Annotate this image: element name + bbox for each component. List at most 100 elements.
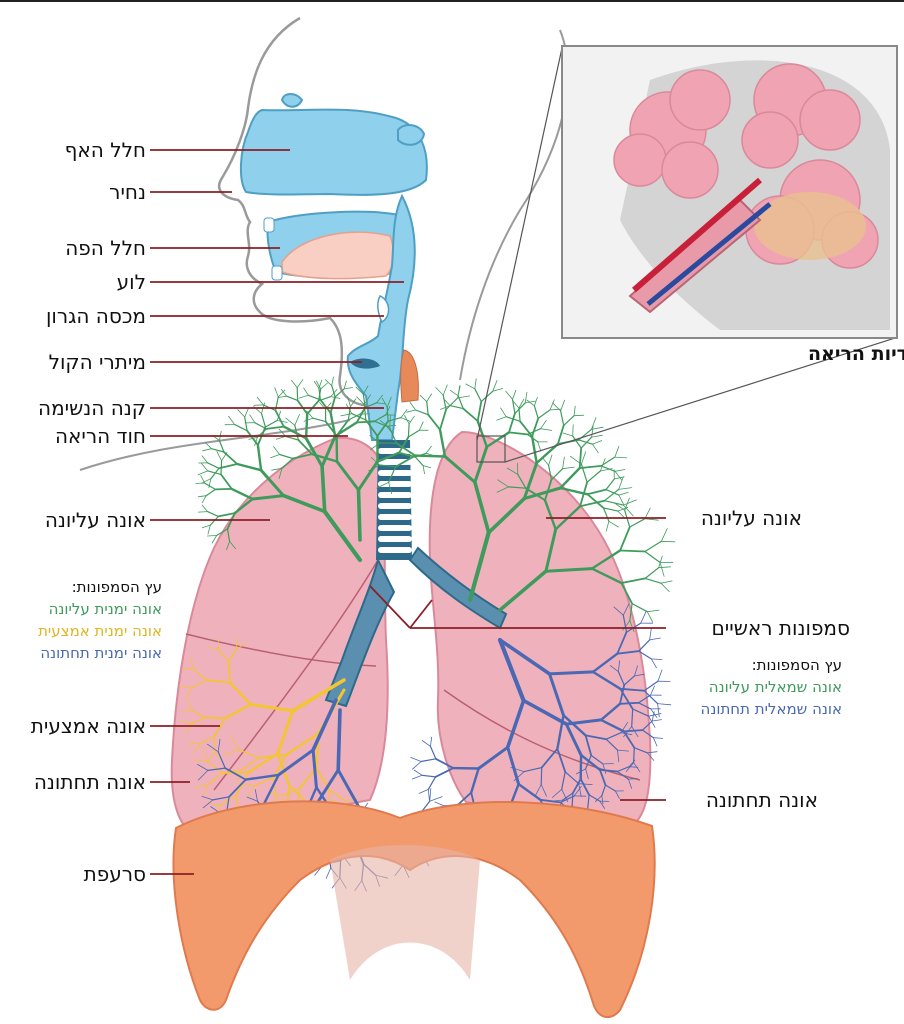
- bronchus-branch-blue: [561, 792, 574, 801]
- bronchus-branch-blue: [599, 768, 619, 773]
- bronchus-branch-green: [362, 385, 369, 395]
- bronchus-branch-blue: [429, 736, 433, 747]
- bronchus-branch-yellow: [290, 678, 346, 713]
- bronchus-branch-blue: [564, 771, 580, 785]
- bronchus-branch-green: [586, 493, 605, 509]
- bronchus-branch-yellow: [276, 709, 295, 756]
- bronchus-branch-green: [443, 398, 451, 407]
- bronchus-branch-blue: [429, 796, 443, 802]
- bronchus-branch-blue: [591, 670, 622, 690]
- alveolus: [741, 111, 799, 169]
- bronchus-branch-green: [537, 409, 551, 419]
- right-oblique-fissure: [213, 559, 379, 791]
- bronchus-branch-green: [644, 507, 651, 520]
- bronchus-branch-yellow: [180, 720, 192, 725]
- bronchus-branch-yellow: [190, 679, 208, 689]
- bronchus-branch-green: [208, 478, 212, 489]
- bronchus-branch-green: [379, 420, 391, 429]
- bronchus-branch-green: [605, 489, 620, 496]
- bronchus-branch-green: [202, 448, 212, 452]
- bronchus-branch-green: [540, 428, 553, 431]
- bronchus-branch-yellow: [193, 743, 201, 754]
- bronchus-branch-blue: [595, 795, 603, 803]
- bronchus-branch-blue: [217, 738, 221, 753]
- bronchus-branch-green: [600, 458, 606, 472]
- bronchus-branch-blue: [643, 690, 659, 705]
- bronchus-branch-yellow: [207, 646, 219, 650]
- bronchus-branch-blue: [653, 737, 664, 739]
- bronchus-branch-green: [526, 399, 535, 407]
- bronchus-branch-green: [476, 419, 488, 449]
- bronchus-branch-blue: [634, 665, 638, 677]
- bronchus-branch-green: [386, 424, 397, 427]
- bronchus-branch-green: [544, 527, 558, 573]
- bronchus-branch-green: [414, 456, 424, 467]
- teeth-upper: [263, 217, 275, 233]
- bronchus-branch-green: [474, 378, 477, 390]
- bronchus-branch-green: [600, 465, 616, 472]
- bronchus-branch-blue: [498, 638, 552, 676]
- bronchus-branch-green: [264, 419, 278, 428]
- bronchus-branch-yellow: [205, 679, 231, 684]
- bronchus-branch-green: [614, 445, 620, 458]
- bronchus-branch-green: [623, 504, 634, 517]
- bronchus-branch-green: [340, 413, 353, 417]
- bronchus-branch-green: [356, 488, 362, 542]
- bronchus-branch-green: [544, 478, 553, 502]
- bronchus-branch-blue: [556, 747, 567, 773]
- bronchus-branch-green: [449, 389, 459, 397]
- bronchus-branch-blue: [620, 732, 633, 736]
- bronchus-branch-blue: [617, 671, 625, 686]
- bronchus-branch-green: [320, 434, 337, 468]
- bronchus-branch-blue: [628, 759, 636, 768]
- bronchus-branch-blue: [456, 791, 473, 806]
- bronchus-branch-green: [508, 412, 516, 434]
- bronchus-branch-blue: [207, 767, 226, 772]
- bronchus-branch-green: [557, 424, 565, 445]
- bronchus-branch-green: [449, 405, 464, 410]
- bronchus-branch-blue: [623, 726, 633, 738]
- bronchus-branch-blue: [599, 718, 626, 733]
- bronchus-branch-green: [552, 402, 561, 412]
- bronchus-branch-blue: [631, 726, 639, 738]
- bronchus-branch-green: [522, 461, 539, 501]
- bronchus-branch-blue: [633, 747, 648, 754]
- bronchus-branch-green: [226, 528, 231, 543]
- bronchus-branch-blue: [631, 708, 634, 728]
- bronchus-branch-green: [591, 425, 594, 438]
- bronchus-branch-green: [335, 460, 360, 492]
- bronchus-branch-green: [492, 380, 498, 392]
- bronchus-branch-green: [511, 399, 520, 409]
- bronchus-branch-green: [303, 387, 309, 396]
- bronchus-branch-green: [415, 409, 429, 416]
- bronchus-branch-blue: [497, 637, 526, 703]
- legend-left-item-upper: אונה שמאלית עליונה: [709, 678, 842, 696]
- bronchus-branch-green: [425, 445, 432, 454]
- bronchus-branch-green: [334, 388, 345, 398]
- bronchus-branch-blue: [564, 722, 583, 757]
- bronchus-branch-blue: [646, 752, 655, 761]
- bronchus-branch-yellow: [185, 687, 192, 700]
- bronchus-branch-green: [497, 479, 509, 488]
- bronchus-branch-green: [312, 417, 327, 423]
- bronchus-branch-green: [201, 495, 207, 504]
- bronchus-branch-green: [498, 569, 548, 612]
- bronchus-branch-green: [355, 420, 376, 424]
- bronchus-branch-blue: [246, 796, 258, 802]
- bronchus-branch-blue: [548, 670, 595, 676]
- bronchus-branch-green: [661, 540, 676, 543]
- bronchus-branch-green: [408, 415, 415, 425]
- bronchus-branch-green: [507, 486, 527, 489]
- alveolar-sac: [754, 192, 866, 260]
- bronchial-tree-upper-lobes: [195, 376, 676, 632]
- bronchus-branch-green: [222, 451, 239, 465]
- bronchus-branch-blue: [521, 698, 569, 726]
- bronchus-branch-green: [274, 409, 285, 428]
- bronchus-branch-blue: [540, 766, 543, 786]
- bronchus-branch-green: [533, 405, 539, 419]
- bronchus-branch-green: [331, 385, 336, 398]
- bronchus-branch-yellow: [246, 785, 256, 798]
- bronchus-branch-green: [355, 386, 364, 395]
- bronchus-branch-green: [204, 442, 212, 450]
- bronchus-branch-green: [506, 467, 519, 475]
